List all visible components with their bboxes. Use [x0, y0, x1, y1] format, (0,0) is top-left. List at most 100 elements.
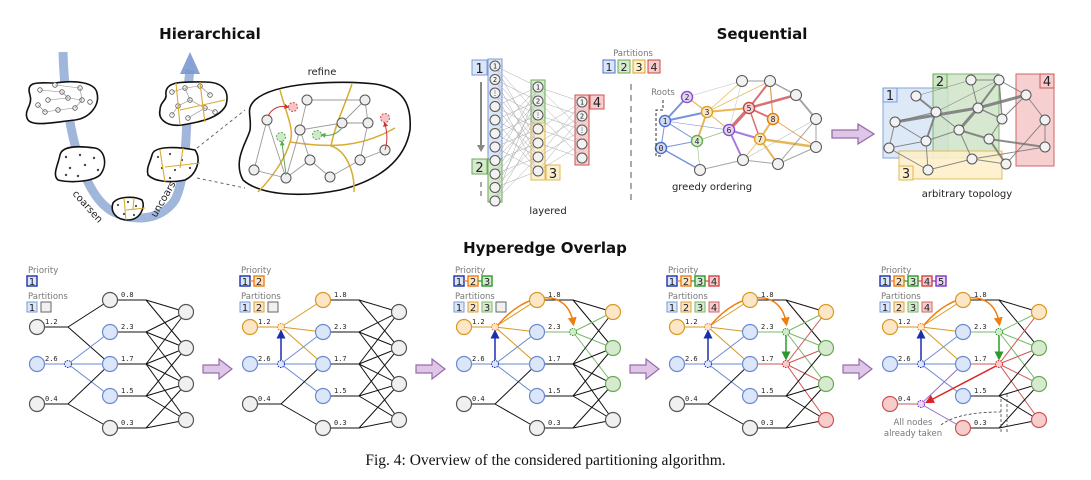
hyperedge-fan-line: [998, 311, 1040, 365]
hyperedge-fan-line: [998, 383, 1040, 429]
layer-node: [489, 182, 501, 193]
arbitrary-edge: [927, 158, 973, 171]
layer-edge: [494, 79, 539, 102]
hyperedge-fan-line: [998, 347, 1040, 397]
priority-number: 4: [711, 277, 717, 288]
graph-edge: [199, 85, 211, 96]
hypergraph-node: [101, 355, 119, 373]
priority-number: 1: [669, 277, 675, 288]
layer-edge: [537, 86, 583, 103]
greedy-edge: [664, 120, 698, 142]
arbitrary-region-label: 2: [936, 75, 944, 90]
hyperedge-fan-line: [707, 363, 751, 397]
priority-number: 3: [697, 277, 703, 288]
layer-node-order: ⋮: [535, 112, 542, 120]
arbitrary-node: [1000, 158, 1012, 170]
move-arrow-red: [383, 121, 389, 151]
graph-node: [324, 171, 336, 183]
partition-boundary: [289, 127, 396, 147]
graph-node: [261, 114, 273, 126]
hyperedge-hub-2: [917, 323, 925, 331]
layer-edge: [494, 146, 539, 172]
edge-weight: 1.5: [121, 387, 134, 395]
partition-box: [893, 301, 905, 313]
arbitrary-node: [993, 74, 1005, 86]
hyperedge-fan-line: [358, 363, 400, 421]
hyperedge-fan-line: [358, 347, 400, 397]
arbitrary-node: [972, 102, 984, 114]
seq-partitions-label: Partitions: [613, 49, 653, 59]
arbitrary-edge: [977, 79, 1000, 109]
edge-weight: 2.6: [685, 355, 698, 363]
hyperedge-fan-line: [358, 311, 400, 365]
hypergraph-node: [1030, 339, 1048, 357]
moved-node-green: [276, 132, 286, 142]
graph-edge: [37, 104, 46, 113]
hierarchical-title: Hierarchical: [159, 25, 261, 43]
partition-box: [907, 301, 919, 313]
hypergraph-node: [314, 387, 332, 405]
arbitrary-region-3: [898, 150, 1003, 180]
partition-box: [481, 301, 493, 313]
graph-edge: [171, 105, 179, 116]
hypergraph-node: [101, 291, 119, 309]
arbitrary-label-box: [1039, 73, 1055, 89]
hypergraph-node: [177, 375, 195, 393]
hyperedge-fan-line: [785, 363, 827, 421]
priority-label: Priority: [668, 266, 698, 276]
edge-weight: 1.5: [761, 387, 774, 395]
coarse-node: [68, 166, 72, 170]
hypergraph-node: [954, 387, 972, 405]
layer-node: [489, 195, 501, 207]
partitions-label: Partitions: [455, 292, 495, 302]
arbitrary-node: [983, 133, 995, 145]
hyperedge-fan-line: [494, 363, 538, 397]
layer-node: [576, 96, 588, 108]
hyperedge-fan-line: [920, 331, 964, 365]
arbitrary-node: [965, 74, 977, 86]
hyperedge-fan-line: [707, 299, 751, 328]
partition-legend-box: [647, 59, 661, 74]
hypergraph-node: [817, 411, 835, 429]
partition-number: 1: [669, 303, 675, 314]
graph-edge: [74, 99, 83, 109]
layer-node: [532, 137, 544, 149]
arbitrary-label: arbitrary topology: [922, 189, 1012, 200]
layer-node: [489, 141, 501, 153]
arbitrary-node: [889, 116, 901, 128]
coarse-node: [122, 212, 126, 216]
priority-number: 2: [256, 277, 262, 288]
graph-node: [301, 94, 313, 106]
layer-edge: [537, 101, 583, 130]
edge-weight: 2.6: [45, 355, 58, 363]
arbitrary-node: [953, 124, 965, 136]
greedy-node: [742, 101, 756, 115]
edge-weight: 1.7: [761, 355, 774, 363]
hyperedge-fan-line: [145, 383, 187, 429]
hyperedge-hub-3: [782, 328, 790, 336]
hypergraph-node: [741, 291, 759, 309]
graph-edge: [253, 119, 268, 171]
greedy-node-unvisited: [810, 141, 822, 153]
arbitrary-edge: [888, 140, 927, 149]
graph-node: [359, 94, 371, 106]
partition-box: [467, 301, 479, 313]
graph-edge: [61, 91, 69, 99]
layer-edge: [494, 92, 539, 116]
layer-edge: [537, 143, 583, 172]
hyperedge-hub-4: [782, 360, 790, 368]
partition-box: [694, 301, 706, 313]
greedy-edge: [748, 93, 797, 110]
arbitrary-edge: [971, 158, 1007, 165]
layer-node: [489, 114, 501, 126]
layer-node: [489, 60, 501, 72]
hypergraph-node: [817, 375, 835, 393]
graph-edge: [171, 87, 186, 93]
partition-number: 1: [882, 303, 888, 314]
graph-edge: [359, 122, 369, 161]
edge-weight: 1.8: [974, 291, 987, 299]
layer-node: [576, 138, 588, 150]
coarse-node: [156, 155, 160, 159]
hypergraph-node: [28, 318, 46, 336]
